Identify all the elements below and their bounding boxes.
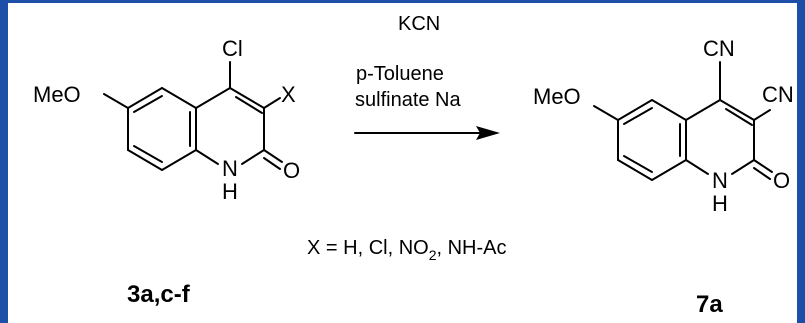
reactant-o-atom: O — [283, 158, 300, 183]
product-meo-group: MeO — [533, 84, 581, 109]
bond — [133, 145, 163, 163]
bond — [133, 95, 163, 113]
bond — [685, 159, 709, 175]
bond — [161, 149, 197, 171]
product-cn4-group: CN — [703, 36, 735, 61]
bond — [195, 149, 219, 165]
reagent-sulfinate: sulfinate Na — [355, 89, 461, 111]
reactant-meo-group: MeO — [33, 82, 81, 107]
bond — [127, 87, 163, 109]
bond — [725, 108, 753, 126]
product-structure: CN CN MeO N H O — [533, 36, 794, 216]
reactant-label: 3a,c-f — [127, 281, 191, 308]
bond — [753, 109, 771, 121]
product-label: 7a — [696, 291, 723, 318]
bond — [195, 87, 231, 109]
product-h-atom: H — [712, 191, 728, 216]
bond — [719, 99, 755, 121]
arrow-head — [476, 126, 500, 140]
bond — [685, 99, 721, 121]
bond — [161, 87, 197, 109]
substituent-condition: X = H, Cl, NO2, NH-Ac — [307, 237, 507, 263]
reaction-arrow — [354, 126, 500, 140]
reagent-kcn: KCN — [398, 13, 440, 35]
product-n-atom: N — [712, 168, 728, 193]
reactant-h-atom: H — [222, 179, 238, 204]
bond — [731, 159, 755, 175]
product-cn3-group: CN — [762, 82, 794, 107]
bond — [229, 87, 265, 109]
bond — [617, 99, 653, 121]
bond — [103, 93, 129, 109]
bond — [651, 159, 687, 181]
bond — [617, 159, 653, 181]
bond — [753, 167, 771, 180]
reactant-cl-atom: Cl — [222, 36, 243, 61]
product-o-atom: O — [773, 168, 790, 193]
bond — [127, 149, 163, 171]
bond — [263, 157, 281, 170]
reactant-structure: Cl X MeO N H O — [33, 36, 300, 204]
bond — [241, 149, 265, 165]
bond — [651, 99, 687, 121]
bond — [623, 155, 653, 173]
bond — [753, 159, 773, 173]
bond — [263, 97, 281, 109]
bond — [235, 96, 263, 114]
reactant-x-atom: X — [281, 82, 296, 107]
reactant-n-atom: N — [222, 156, 238, 181]
bond — [623, 107, 653, 125]
reagent-toluene: p-Toluene — [356, 63, 444, 85]
bond — [593, 105, 619, 121]
bond — [263, 149, 283, 163]
